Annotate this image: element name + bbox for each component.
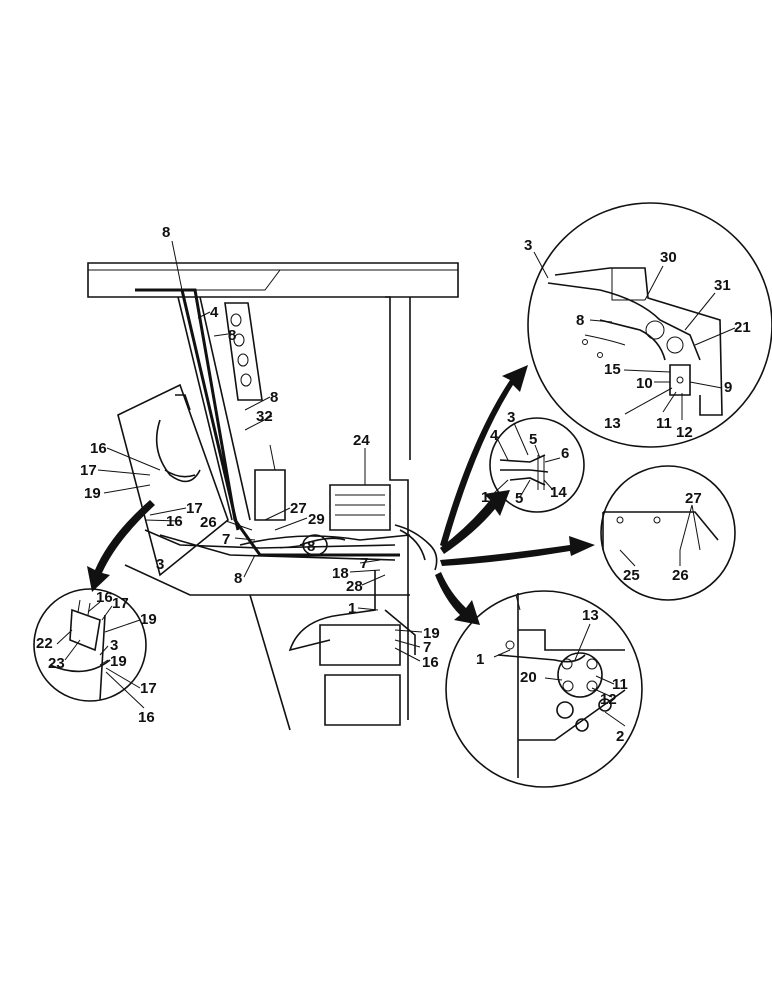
part-label: 15 (604, 361, 621, 378)
labels-inset-top-right: 3 30 31 8 21 15 10 9 13 11 12 (524, 237, 751, 441)
part-label: 16 (90, 440, 107, 457)
part-label: 26 (200, 514, 217, 531)
part-label: 7 (222, 531, 230, 548)
part-label: 1 (348, 600, 356, 617)
labels-main: 8 4 8 8 32 24 16 17 19 17 16 26 27 29 7 … (80, 224, 440, 671)
part-label: 1 (476, 651, 484, 668)
part-label: 31 (714, 277, 731, 294)
part-label: 13 (604, 415, 621, 432)
part-label: 11 (656, 415, 672, 432)
inset-bottom-right (445, 590, 643, 788)
part-label: 14 (550, 484, 567, 501)
part-label: 25 (623, 567, 640, 584)
labels-inset-panel: 27 25 26 (623, 490, 702, 584)
part-label: 24 (353, 432, 370, 449)
part-label: 1 (481, 489, 489, 506)
part-label: 3 (156, 556, 164, 573)
part-label: 12 (600, 691, 617, 708)
part-label: 8 (228, 327, 236, 344)
part-label: 2 (616, 728, 624, 745)
part-label: 30 (660, 249, 677, 266)
part-label: 19 (140, 611, 157, 628)
part-label: 8 (270, 389, 278, 406)
part-label: 8 (234, 570, 242, 587)
part-label: 8 (162, 224, 170, 241)
part-label: 8 (576, 312, 584, 329)
part-label: 17 (112, 595, 129, 612)
part-label: 16 (138, 709, 155, 726)
part-label: 28 (346, 578, 363, 595)
part-label: 27 (290, 500, 307, 517)
inset-small-center (489, 417, 585, 513)
part-label: 9 (724, 379, 732, 396)
part-label: 3 (524, 237, 532, 254)
cab-structure (87, 262, 459, 731)
part-label: 7 (423, 639, 431, 656)
part-label: 4 (490, 427, 499, 444)
part-label: 22 (36, 635, 53, 652)
part-label: 16 (166, 513, 183, 530)
part-label: 6 (561, 445, 569, 462)
part-label: 23 (48, 655, 65, 672)
part-label: 19 (423, 625, 440, 642)
callout-arrows (87, 365, 595, 625)
inset-bottom-left (33, 588, 147, 702)
part-label: 19 (110, 653, 127, 670)
inset-panel (600, 465, 736, 601)
part-label: 10 (636, 375, 653, 392)
part-label: 3 (110, 637, 118, 654)
part-label: 20 (520, 669, 537, 686)
part-label: 17 (186, 500, 203, 517)
part-label: 26 (672, 567, 689, 584)
labels-inset-small-center: 3 4 5 6 1 5 14 (481, 409, 569, 507)
part-label: 3 (507, 409, 515, 426)
part-label: 8 (307, 538, 315, 555)
part-label: 16 (96, 589, 113, 606)
inset-top-right (527, 202, 772, 448)
part-label: 29 (308, 511, 325, 528)
part-label: 12 (676, 424, 693, 441)
labels-inset-bottom-left: 16 17 19 22 3 23 19 17 16 (36, 589, 157, 726)
part-label: 32 (256, 408, 273, 425)
part-label: 7 (360, 555, 368, 572)
part-label: 13 (582, 607, 599, 624)
part-label: 21 (734, 319, 751, 336)
part-label: 5 (515, 490, 523, 507)
part-label: 27 (685, 490, 702, 507)
part-label: 16 (422, 654, 439, 671)
part-label: 11 (612, 676, 628, 693)
leader-lines (56, 240, 736, 727)
part-label: 4 (210, 304, 219, 321)
part-label: 19 (84, 485, 101, 502)
part-label: 18 (332, 565, 349, 582)
part-label: 17 (140, 680, 157, 697)
part-label: 17 (80, 462, 97, 479)
labels-inset-bottom-right: 13 1 20 11 12 2 (476, 607, 628, 745)
part-label: 5 (529, 431, 537, 448)
